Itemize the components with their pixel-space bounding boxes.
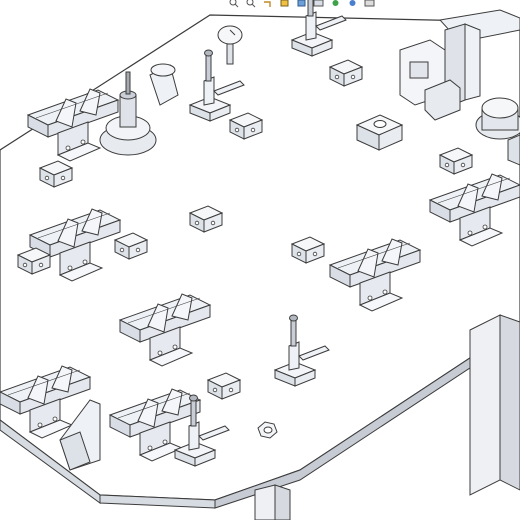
support-leg-right: [469, 314, 520, 496]
zoom-to-fit-icon[interactable]: [228, 0, 239, 8]
dial-gauge[interactable]: [217, 25, 243, 65]
angle-bracket-left[interactable]: [59, 399, 101, 471]
display-style-icon[interactable]: [313, 0, 324, 8]
fixture-tower-right[interactable]: [399, 9, 520, 166]
section-view-icon[interactable]: [279, 0, 290, 8]
edit-appearance-icon[interactable]: [347, 0, 358, 8]
hex-nut[interactable]: [257, 421, 278, 439]
view-orientation-icon[interactable]: [296, 0, 307, 8]
support-leg-front: [254, 484, 291, 520]
previous-view-icon[interactable]: [262, 0, 273, 8]
cylindrical-locator-left[interactable]: [99, 71, 157, 156]
clamp-arm-left[interactable]: [149, 63, 179, 106]
heads-up-view-toolbar: [228, 0, 375, 9]
zoom-area-icon[interactable]: [245, 0, 256, 8]
apply-scene-icon[interactable]: [364, 0, 375, 8]
hide-show-icon[interactable]: [330, 0, 341, 8]
pin-block[interactable]: [355, 114, 404, 151]
